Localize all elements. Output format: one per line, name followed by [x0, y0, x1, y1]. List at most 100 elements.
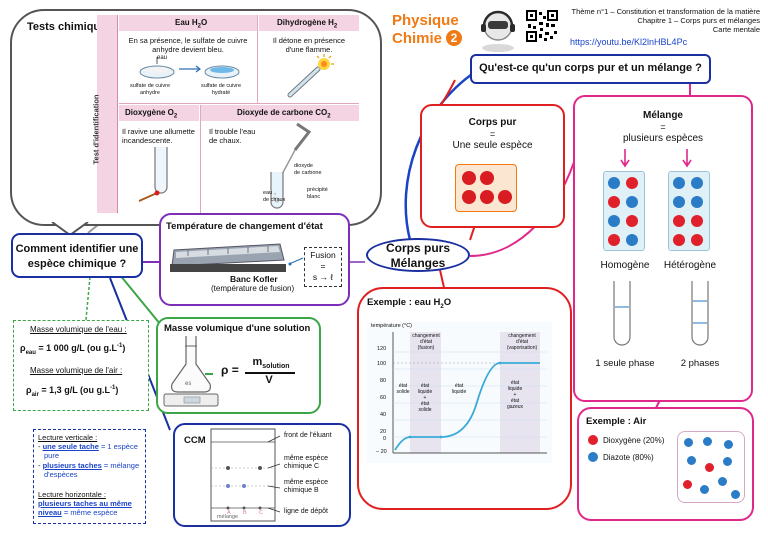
ccm-plate — [210, 428, 276, 522]
particle — [700, 485, 709, 494]
co2-text-2: de chaux. — [209, 136, 242, 145]
heterogene-test-tube-icon — [691, 281, 709, 346]
question-node — [470, 54, 711, 84]
ccm-lane-a: A — [227, 510, 231, 516]
state-lg-2: liquide — [507, 386, 523, 392]
masse-title: Masse volumique d'une solution — [164, 323, 311, 334]
particle — [673, 234, 685, 246]
question-text: Qu'est-ce qu'un corps pur et un mélange … — [479, 62, 702, 74]
tests-title: Tests chimiques — [27, 21, 113, 33]
qr-code-icon[interactable] — [526, 10, 558, 42]
reading-horiz-line-2: niveau = même espèce — [38, 508, 118, 517]
co2-header: Dioxyde de carbone CO2 — [237, 108, 331, 120]
fusion-eq: = — [320, 261, 326, 271]
ccm-lane-b: B — [243, 510, 247, 516]
table-grid-h — [119, 103, 359, 104]
eau-header: Eau H2O — [175, 18, 208, 30]
eau-label-b1: sulfate de cuivre — [200, 83, 242, 89]
h2-test-tube-flame-icon — [287, 54, 334, 98]
tick-100: 100 — [377, 361, 387, 367]
particle — [687, 456, 696, 465]
co2-limewater-apparatus-icon — [270, 122, 312, 209]
zone-vap-3: (vaporisation) — [506, 345, 538, 351]
tests-side-label: Test d'identification — [91, 94, 101, 165]
ccm-mix-label: mélange — [217, 514, 239, 520]
masse-denominator: V — [265, 374, 273, 386]
temperature-title: Température de changement d'état — [166, 221, 323, 232]
legend-o2-label: Dioxygène (20%) — [603, 436, 665, 445]
fusion-label: Fusion — [310, 250, 336, 260]
video-link[interactable]: https://youtu.be/Kl2lnHBL4Pc — [570, 37, 688, 47]
corps-pur-eq: = — [489, 129, 496, 139]
particle — [691, 177, 703, 189]
particle — [705, 463, 714, 472]
header-chapter: Chapitre 1 – Corps purs et mélanges — [637, 16, 760, 25]
side-label-bar — [97, 15, 118, 213]
arrow-kofler-to-fusion — [288, 257, 304, 266]
state-lg-5: gazeux — [506, 404, 524, 410]
logo-line2: Chimie — [392, 30, 443, 47]
tick-40: 40 — [380, 412, 387, 418]
corps-pur-title: Corps pur — [468, 117, 517, 128]
masse-rho: ρ = — [221, 363, 239, 377]
tick-0: 0 — [383, 436, 387, 442]
tick-minus-20: – 20 — [376, 449, 387, 455]
masse-fraction-bar — [245, 372, 295, 374]
co2-label-gas-1: dioxyde — [294, 163, 313, 169]
eau-header-bg — [119, 15, 257, 31]
co2-text-1: Il trouble l'eau — [209, 127, 256, 136]
o2-header-bg — [119, 105, 199, 121]
zone-vap-2: d'état — [515, 339, 529, 345]
particle — [691, 196, 703, 208]
logo-number: 2 — [450, 31, 458, 45]
particle — [498, 190, 512, 204]
reading-vert-line-1b: pure — [44, 451, 60, 460]
state-lg-3: + — [513, 392, 517, 398]
logo-number-badge: 2 — [446, 30, 462, 46]
fusion-box — [304, 247, 342, 287]
o2-test-tube-match-icon — [138, 147, 168, 202]
o2-text-2: incandescente. — [122, 136, 173, 145]
co2-label-precip-2: blanc — [307, 194, 321, 200]
legend-n2-dot — [588, 452, 598, 462]
melange-eq: = — [660, 122, 666, 132]
identify-node — [11, 233, 143, 278]
phase-one-label: 1 seule phase — [595, 358, 655, 369]
chart-ylabel: température (°C) — [371, 323, 413, 329]
state-solid-2: solide — [396, 389, 410, 395]
legend-o2-dot — [588, 435, 598, 445]
ccm-same-b-1: même espèce — [284, 479, 328, 486]
particle — [626, 196, 638, 208]
center-node — [366, 238, 470, 272]
heating-curve-svg — [392, 332, 547, 454]
fusion-transition: s → ℓ — [312, 272, 334, 282]
h2-text-1: Il détone en présence — [272, 36, 346, 45]
density-air-value: ρair = 1,3 g/L (ou g.L-1) — [26, 385, 119, 398]
particle — [626, 177, 638, 189]
eau-label-b2: hydraté — [211, 90, 231, 96]
eau-label-a2: anhydre — [140, 90, 160, 96]
legend-n2-label: Diazote (80%) — [603, 453, 654, 462]
ccm-leader-lines — [267, 435, 281, 513]
center-line-1: Corps purs — [385, 241, 450, 255]
state-ls-3: + — [423, 395, 427, 401]
particle — [723, 457, 732, 466]
header-theme: Thème n°1 – Constitution et transformati… — [571, 7, 760, 16]
table-grid-v2 — [200, 105, 201, 213]
particle — [691, 234, 703, 246]
heterogene-label: Hétérogène — [663, 260, 717, 271]
homogene-label: Homogène — [600, 260, 650, 271]
eau-label-a1: sulfate de cuivre — [129, 83, 171, 89]
kofler-sublabel: (température de fusion) — [211, 284, 295, 293]
heterogene-arrow-icon — [682, 149, 692, 168]
eau-example-title: Exemple : eau H2O — [367, 297, 452, 310]
tick-60: 60 — [380, 395, 387, 401]
table-grid-v1 — [257, 15, 258, 103]
air-example-title: Exemple : Air — [586, 416, 647, 427]
h2-text-2: d'une flamme. — [285, 45, 333, 54]
zone-vap-1: changement — [508, 333, 536, 339]
ccm-same-c-2: chimique C — [284, 463, 320, 470]
ccm-title: CCM — [184, 435, 206, 446]
particle — [462, 171, 476, 185]
state-liquid-1: état — [454, 383, 464, 389]
